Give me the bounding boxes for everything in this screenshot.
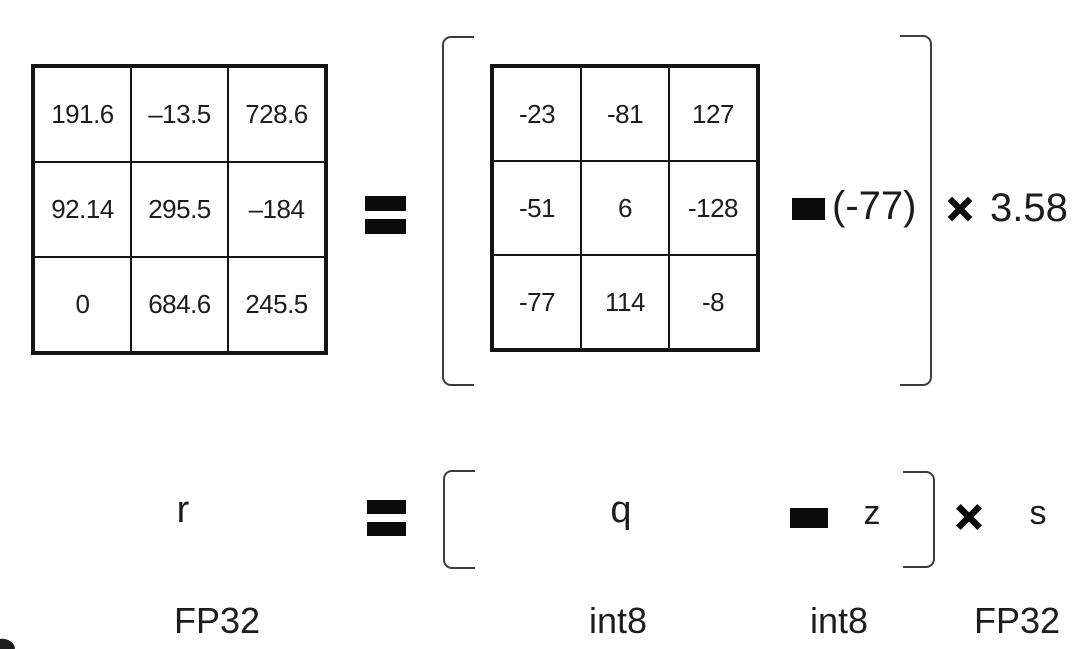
- int8-matrix: -23 -81 127 -51 6 -128 -77 114 -8: [490, 64, 760, 352]
- equals-icon: [365, 196, 406, 234]
- scale-value: 3.58: [990, 186, 1068, 230]
- minus-icon: [792, 198, 825, 220]
- multiply-icon: [956, 504, 982, 530]
- int8-matrix-cell: -51: [493, 161, 581, 255]
- right-bracket-icon: [900, 35, 932, 386]
- equals-icon: [367, 500, 406, 536]
- fp32-matrix: 191.6 –13.5 728.6 92.14 295.5 –184 0 684…: [31, 64, 328, 355]
- label-int8-z: int8: [809, 600, 869, 641]
- zero-point-value: (-77): [832, 184, 917, 228]
- fp32-matrix-cell: –184: [228, 162, 325, 257]
- equals-bar: [365, 219, 406, 234]
- symbol-z: z: [863, 494, 881, 532]
- equals-bar: [367, 522, 406, 536]
- int8-matrix-cell: -77: [493, 255, 581, 349]
- equals-bar: [365, 196, 406, 211]
- symbol-s: s: [1029, 494, 1047, 532]
- int8-matrix-cell: -23: [493, 67, 581, 161]
- fp32-matrix-cell: 0: [34, 257, 131, 352]
- corner-ink-artifact: [0, 636, 17, 649]
- symbol-q: q: [610, 489, 632, 531]
- fp32-matrix-cell: 728.6: [228, 67, 325, 162]
- int8-matrix-cell: 114: [581, 255, 669, 349]
- fp32-matrix-cell: –13.5: [131, 67, 228, 162]
- int8-matrix-cell: 127: [669, 67, 757, 161]
- int8-matrix-cell: -8: [669, 255, 757, 349]
- symbol-r: r: [176, 489, 190, 531]
- fp32-matrix-cell: 295.5: [131, 162, 228, 257]
- int8-matrix-cell: -128: [669, 161, 757, 255]
- multiply-icon: [947, 196, 973, 222]
- right-bracket-icon: [903, 471, 935, 568]
- label-fp32-r: FP32: [173, 600, 261, 641]
- left-bracket-icon: [442, 36, 474, 386]
- fp32-matrix-cell: 92.14: [34, 162, 131, 257]
- fp32-matrix-cell: 245.5: [228, 257, 325, 352]
- left-bracket-icon: [443, 470, 475, 569]
- equals-bar: [367, 500, 406, 514]
- minus-icon: [790, 508, 828, 528]
- label-fp32-s: FP32: [973, 600, 1061, 641]
- fp32-matrix-cell: 191.6: [34, 67, 131, 162]
- label-int8-q: int8: [588, 600, 648, 641]
- int8-matrix-cell: -81: [581, 67, 669, 161]
- fp32-matrix-cell: 684.6: [131, 257, 228, 352]
- int8-matrix-cell: 6: [581, 161, 669, 255]
